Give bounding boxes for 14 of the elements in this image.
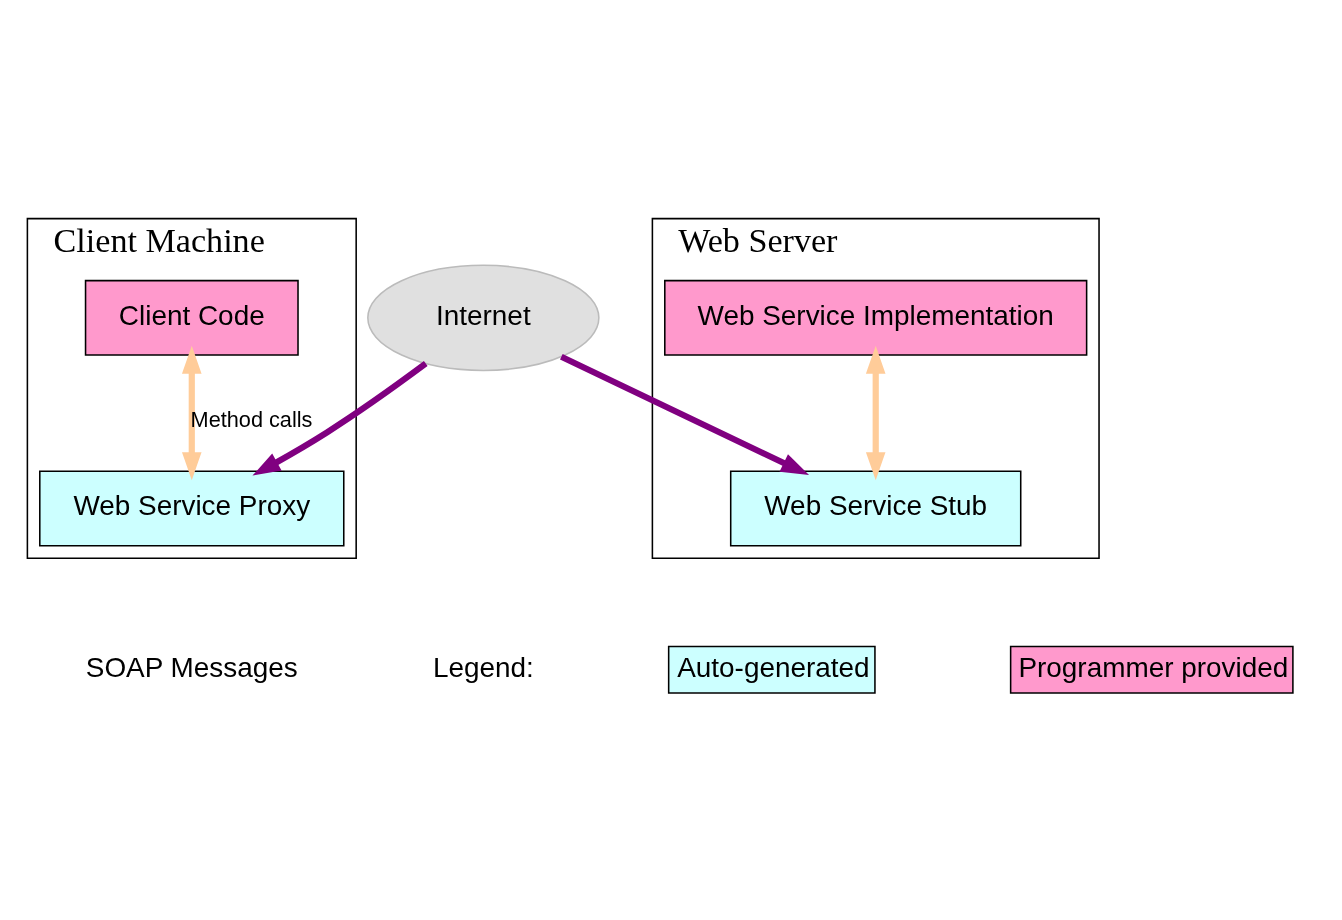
node-box: Client Code	[84, 279, 299, 356]
edge-label: Method calls	[190, 406, 313, 432]
legend-label: Auto-generated	[677, 651, 870, 683]
legend-label: Programmer provided	[1018, 651, 1289, 683]
label: SOAP Messages	[85, 651, 298, 683]
label: Legend:	[432, 651, 534, 683]
node-box: Web Service Implementation	[664, 279, 1088, 356]
arrow	[182, 345, 202, 480]
arrow	[865, 345, 886, 480]
node-box: Web Service Stub	[729, 470, 1022, 547]
arrow	[560, 353, 809, 475]
node-ellipse: Internet	[367, 264, 600, 371]
node-box: Web Service Proxy	[39, 470, 345, 547]
arrow	[252, 360, 428, 476]
